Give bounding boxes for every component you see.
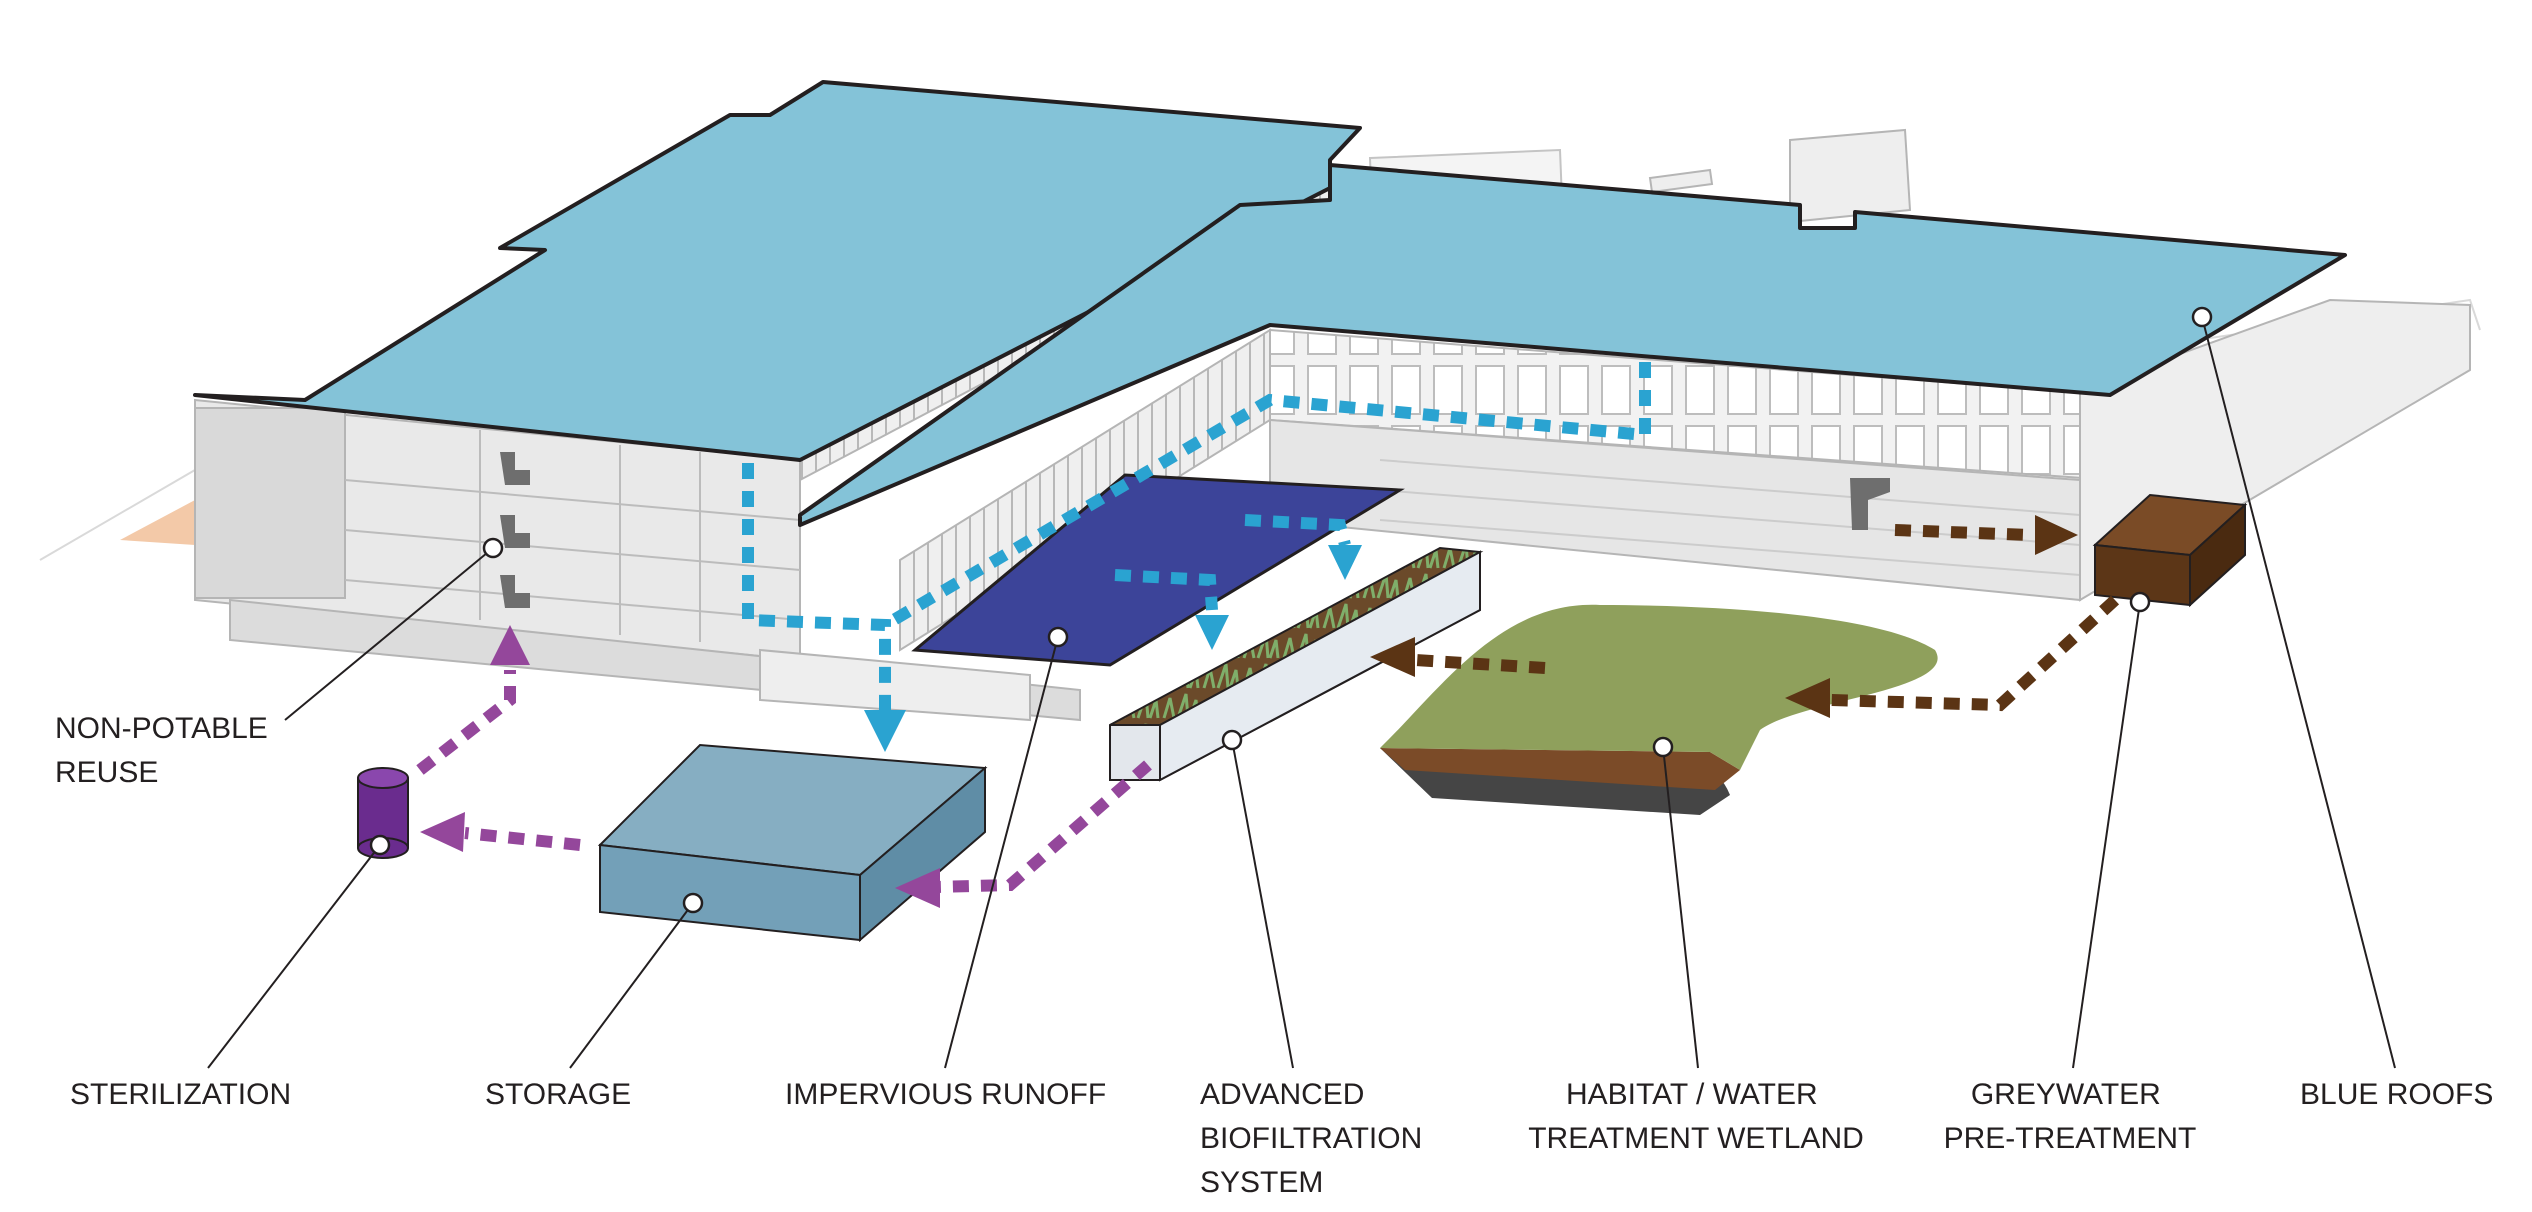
leader-greywater <box>2073 602 2140 1068</box>
leader-biofiltration <box>1232 740 1293 1068</box>
flow-storage-to-sterilization <box>465 833 580 845</box>
callout-dot-icon <box>2131 593 2149 611</box>
storage-shed-wall <box>760 650 1030 720</box>
arrow-head-icon <box>1328 545 1362 580</box>
storage-tank <box>600 745 985 940</box>
callout-dot-icon <box>484 539 502 557</box>
arrow-head-icon <box>420 812 465 852</box>
label-non-potable-reuse: NON-POTABLE REUSE <box>55 712 276 789</box>
callout-dot-icon <box>684 894 702 912</box>
callout-labels: NON-POTABLE REUSE STERILIZATION STORAGE … <box>55 712 2493 1199</box>
leader-storage <box>570 903 693 1068</box>
callout-dot-icon <box>371 836 389 854</box>
callout-dot-icon <box>1654 738 1672 756</box>
arrow-head-icon <box>1195 615 1229 650</box>
rooftop-vent <box>1650 170 1712 192</box>
callout-dot-icon <box>1049 628 1067 646</box>
flow-sterilization-to-reuse <box>420 670 510 770</box>
arrow-head-icon <box>864 710 906 752</box>
label-blue-roofs: BLUE ROOFS <box>2300 1078 2493 1111</box>
leader-sterilization <box>208 845 380 1068</box>
label-habitat-wetland: HABITAT / WATER TREATMENT WETLAND <box>1528 1078 1864 1155</box>
label-advanced-biofiltration: ADVANCED BIOFILTRATION SYSTEM <box>1200 1078 1431 1199</box>
label-storage: STORAGE <box>485 1078 631 1111</box>
treatment-wetland <box>1380 605 1938 815</box>
label-sterilization: STERILIZATION <box>70 1078 291 1111</box>
callout-dot-icon <box>1223 731 1241 749</box>
left-wing-end-wall <box>195 408 345 598</box>
rooftop-mechanical-unit <box>1790 130 1910 222</box>
callout-dot-icon <box>2193 308 2211 326</box>
label-impervious-runoff: IMPERVIOUS RUNOFF <box>785 1078 1106 1111</box>
label-greywater-pretreatment: GREYWATER PRE-TREATMENT <box>1944 1078 2197 1155</box>
